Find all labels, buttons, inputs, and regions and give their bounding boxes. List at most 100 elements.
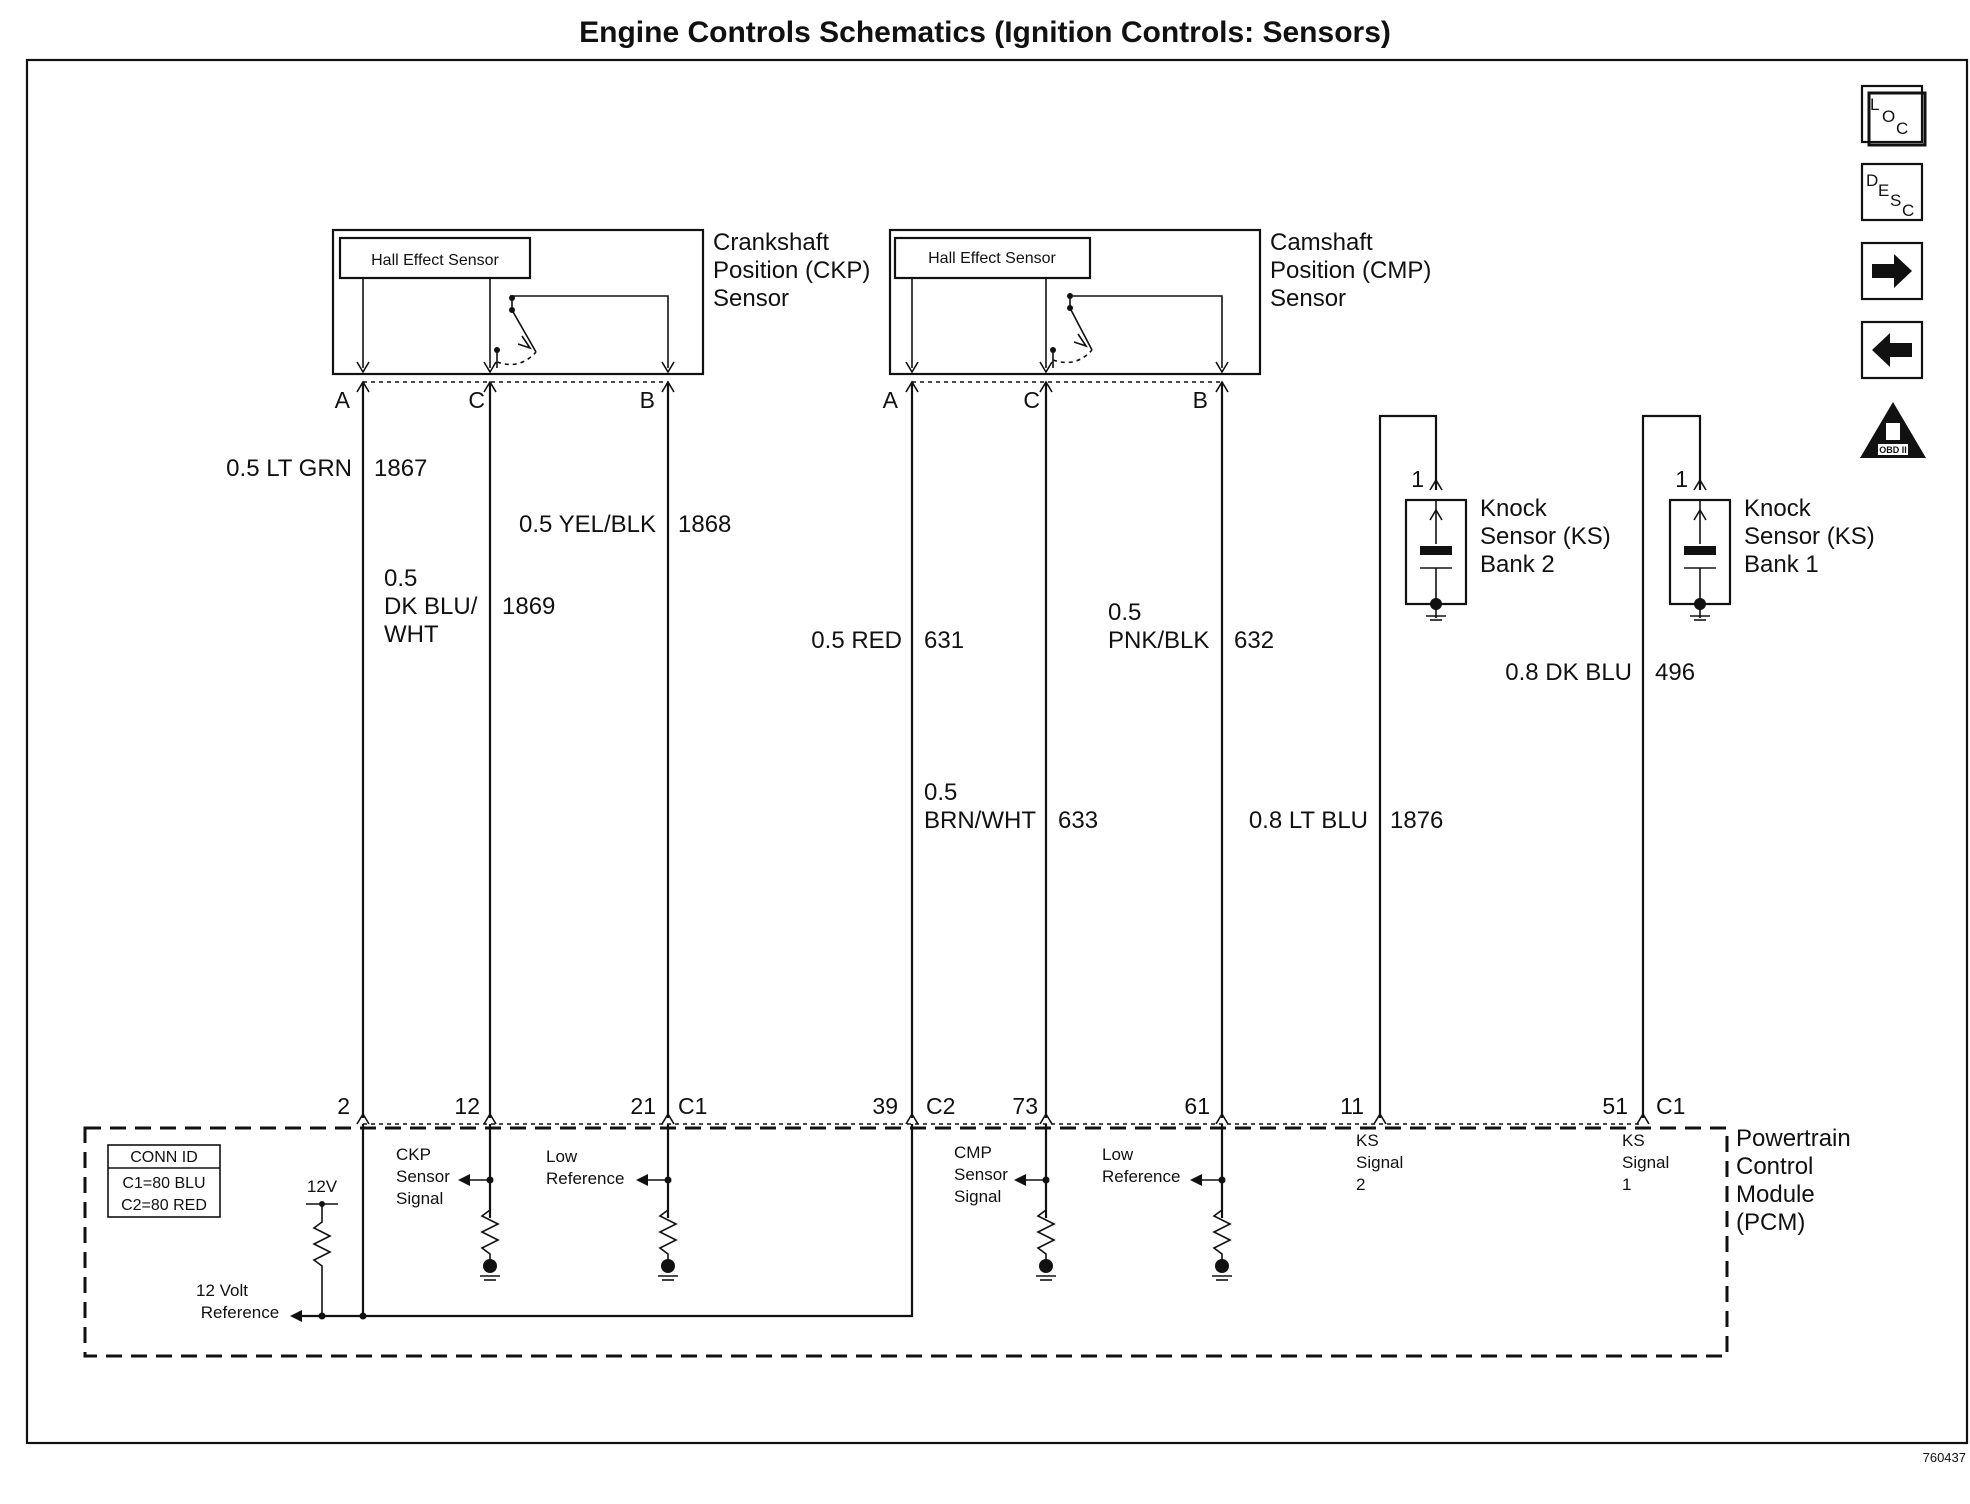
low-ref-1-line2: Reference bbox=[546, 1169, 624, 1188]
ckp-signal-line2: Sensor bbox=[396, 1167, 450, 1186]
ks2-name-line3: Bank 2 bbox=[1480, 551, 1555, 578]
ckp-pin-c: C bbox=[468, 387, 485, 413]
ks2-signal-line2: Signal bbox=[1356, 1153, 1403, 1172]
conn-id-header: CONN ID bbox=[130, 1149, 198, 1166]
pcm-pin-73: 73 bbox=[1012, 1093, 1038, 1119]
wire-1867-circuit: 1867 bbox=[374, 455, 427, 482]
ckp-sensor-name-line1: Crankshaft bbox=[713, 229, 829, 256]
low-ref-2-line1: Low bbox=[1102, 1145, 1134, 1164]
conn-id-row-2: C2=80 RED bbox=[121, 1197, 207, 1214]
loc-icon[interactable]: L O C bbox=[1860, 84, 1927, 147]
svg-text:D: D bbox=[1866, 171, 1878, 190]
ckp-sensor-name-line2: Position (CKP) bbox=[713, 257, 870, 284]
ks2-signal-line1: KS bbox=[1356, 1131, 1379, 1150]
wire-496-color: 0.8 DK BLU bbox=[1505, 659, 1632, 686]
ks1-signal-line2: Signal bbox=[1622, 1153, 1669, 1172]
pcm-module: 2 12 21 C1 39 C2 73 61 11 51 C1 Powertra… bbox=[83, 1093, 1851, 1358]
pcm-pin-11: 11 bbox=[1340, 1093, 1364, 1119]
desc-icon[interactable]: D E S C bbox=[1860, 162, 1924, 222]
ks1-pin: 1 bbox=[1675, 466, 1688, 492]
wire-633-circuit: 633 bbox=[1058, 807, 1098, 834]
cmp-hall-effect-box bbox=[893, 236, 1092, 280]
cmp-sensor-name-line2: Position (CMP) bbox=[1270, 257, 1431, 284]
wire-631-circuit: 631 bbox=[924, 627, 964, 654]
figure-id: 760437 bbox=[1923, 1450, 1966, 1465]
ckp-sensor-name-line3: Sensor bbox=[713, 285, 789, 312]
ks1-signal-line1: KS bbox=[1622, 1131, 1645, 1150]
pcm-name-line1: Powertrain bbox=[1736, 1125, 1851, 1152]
svg-text:C: C bbox=[1896, 119, 1908, 138]
conn-id-row-1: C1=80 BLU bbox=[122, 1175, 205, 1192]
diagram-frame bbox=[25, 58, 1969, 1445]
wire-496-circuit: 496 bbox=[1655, 659, 1695, 686]
wire-1869-color-3: WHT bbox=[384, 621, 439, 648]
wire-1876-color: 0.8 LT BLU bbox=[1249, 807, 1368, 834]
obd-ii-icon[interactable]: OBD II bbox=[1860, 402, 1926, 458]
cmp-sensor-name-line1: Camshaft bbox=[1270, 229, 1373, 256]
wire-1869-color-2: DK BLU/ bbox=[384, 593, 478, 620]
wire-labels: 0.5 LT GRN 1867 0.5 DK BLU/ WHT 1869 0.5… bbox=[226, 455, 1695, 834]
wire-1869-circuit: 1869 bbox=[502, 593, 555, 620]
arrow-left-icon[interactable] bbox=[1860, 320, 1924, 380]
cmp-sensor-name-line3: Sensor bbox=[1270, 285, 1346, 312]
ks2-name-line2: Sensor (KS) bbox=[1480, 523, 1611, 550]
pcm-connector-c1-a: C1 bbox=[678, 1093, 707, 1119]
pcm-pin-39: 39 bbox=[872, 1093, 898, 1119]
pcm-pin-2: 2 bbox=[337, 1093, 350, 1119]
pcm-name-line4: (PCM) bbox=[1736, 1209, 1805, 1236]
pcm-pin-61: 61 bbox=[1184, 1093, 1210, 1119]
wire-632-color-1: 0.5 bbox=[1108, 599, 1141, 626]
ref-12v-line1: 12 Volt bbox=[196, 1281, 248, 1300]
pcm-connector-c1-b: C1 bbox=[1656, 1093, 1685, 1119]
cmp-pin-a: A bbox=[883, 387, 899, 413]
ref-12v-line2: Reference bbox=[201, 1303, 279, 1322]
cmp-signal-line1: CMP bbox=[954, 1143, 992, 1162]
supply-12v-label: 12V bbox=[307, 1177, 338, 1196]
svg-text:L: L bbox=[1870, 95, 1879, 114]
low-ref-1-line1: Low bbox=[546, 1147, 578, 1166]
wire-1876-circuit: 1876 bbox=[1390, 807, 1443, 834]
wire-1868-color: 0.5 YEL/BLK bbox=[519, 511, 656, 538]
pcm-pin-51: 51 bbox=[1602, 1093, 1628, 1119]
cmp-hall-effect-label: Hall Effect Sensor bbox=[928, 250, 1056, 267]
diagram-title: Engine Controls Schematics (Ignition Con… bbox=[579, 16, 1391, 49]
ckp-hall-effect-box bbox=[338, 236, 532, 280]
ckp-hall-effect-label: Hall Effect Sensor bbox=[371, 252, 499, 269]
cmp-pin-c: C bbox=[1023, 387, 1040, 413]
wire-633-color-2: BRN/WHT bbox=[924, 807, 1036, 834]
ckp-sensor: Hall Effect Sensor Crankshaft Position (… bbox=[331, 228, 870, 413]
pcm-boundary bbox=[83, 1126, 1729, 1358]
wire-632-circuit: 632 bbox=[1234, 627, 1274, 654]
low-ref-2-line2: Reference bbox=[1102, 1167, 1180, 1186]
pcm-name-line3: Module bbox=[1736, 1181, 1815, 1208]
svg-text:O: O bbox=[1882, 107, 1895, 126]
svg-text:S: S bbox=[1890, 191, 1901, 210]
cmp-signal-line3: Signal bbox=[954, 1187, 1001, 1206]
pcm-pin-21: 21 bbox=[630, 1093, 656, 1119]
knock-sensor-bank1: 1 Knock Sensor (KS) Bank 1 bbox=[1641, 414, 1875, 1118]
ks2-pin: 1 bbox=[1411, 466, 1424, 492]
wire-group bbox=[356, 380, 1229, 1118]
svg-text:C: C bbox=[1902, 201, 1914, 220]
ks2-signal-line3: 2 bbox=[1356, 1175, 1365, 1194]
arrow-right-icon[interactable] bbox=[1860, 241, 1924, 301]
wire-632-color-2: PNK/BLK bbox=[1108, 627, 1209, 654]
ks1-signal-line3: 1 bbox=[1622, 1175, 1631, 1194]
cmp-pin-b: B bbox=[1193, 387, 1208, 413]
pcm-pin-12: 12 bbox=[454, 1093, 480, 1119]
ckp-pin-a: A bbox=[335, 387, 351, 413]
pcm-connector-c2: C2 bbox=[926, 1093, 955, 1119]
cmp-sensor: Hall Effect Sensor Camshaft Position (CM… bbox=[883, 228, 1431, 413]
wire-633-color-1: 0.5 bbox=[924, 779, 957, 806]
svg-text:E: E bbox=[1878, 181, 1889, 200]
ks1-name-line1: Knock bbox=[1744, 495, 1812, 522]
wire-1867-color: 0.5 LT GRN bbox=[226, 455, 352, 482]
svg-text:OBD II: OBD II bbox=[1879, 445, 1907, 455]
ks1-name-line3: Bank 1 bbox=[1744, 551, 1819, 578]
pcm-name-line2: Control bbox=[1736, 1153, 1813, 1180]
knock-sensor-bank2: 1 Knock Sensor (KS) Bank 2 bbox=[1378, 414, 1611, 1118]
wire-1869-color-1: 0.5 bbox=[384, 565, 417, 592]
ks2-name-line1: Knock bbox=[1480, 495, 1548, 522]
cmp-signal-line2: Sensor bbox=[954, 1165, 1008, 1184]
